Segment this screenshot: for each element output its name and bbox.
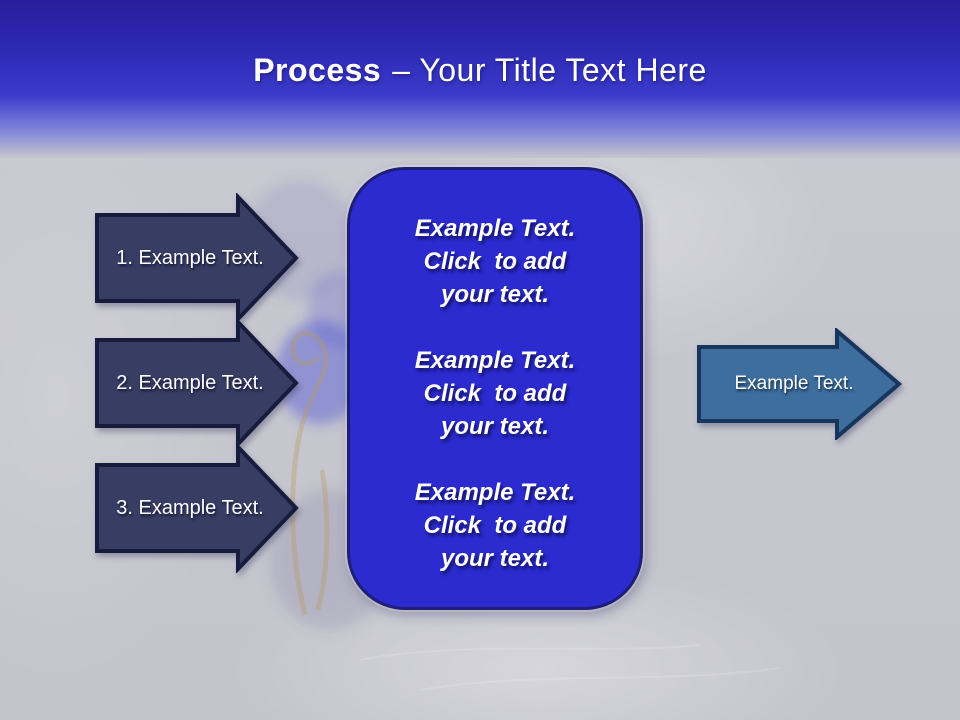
placeholder-line: Example Text.	[414, 479, 576, 506]
placeholder-line: your text.	[440, 545, 550, 572]
placeholder-line: your text.	[440, 413, 550, 440]
arrow-right-icon	[95, 318, 299, 448]
arrow-right-icon	[697, 328, 902, 440]
placeholder-text-block: Example Text. Click to add your text.	[350, 212, 640, 311]
step-arrow-1-label: 1. Example Text.	[116, 246, 264, 269]
result-arrow[interactable]: Example Text.	[697, 328, 902, 440]
center-text-box[interactable]: Example Text. Click to add your text. Ex…	[347, 167, 643, 610]
slide-title: Process – Your Title Text Here	[0, 52, 960, 89]
step-arrow-2[interactable]: 2. Example Text.	[95, 318, 300, 448]
step-arrow-3-label: 3. Example Text.	[116, 496, 264, 519]
title-band	[0, 0, 960, 158]
slide-title-keyword: Process	[253, 52, 382, 88]
result-arrow-label: Example Text.	[734, 373, 854, 394]
step-arrow-3[interactable]: 3. Example Text.	[95, 443, 300, 573]
arrow-right-icon	[95, 193, 299, 323]
arrow-right-icon	[95, 443, 299, 573]
placeholder-line: Click to add	[423, 512, 567, 539]
placeholder-line: your text.	[440, 281, 550, 308]
step-arrow-1[interactable]: 1. Example Text.	[95, 193, 300, 323]
placeholder-line: Click to add	[423, 248, 567, 275]
placeholder-text-block: Example Text. Click to add your text.	[350, 344, 640, 443]
slide-title-subtitle: – Your Title Text Here	[392, 52, 707, 88]
placeholder-text-block: Example Text. Click to add your text.	[350, 476, 640, 575]
placeholder-line: Example Text.	[414, 347, 576, 374]
placeholder-line: Example Text.	[414, 215, 576, 242]
step-arrow-2-label: 2. Example Text.	[116, 371, 264, 394]
placeholder-line: Click to add	[423, 380, 567, 407]
